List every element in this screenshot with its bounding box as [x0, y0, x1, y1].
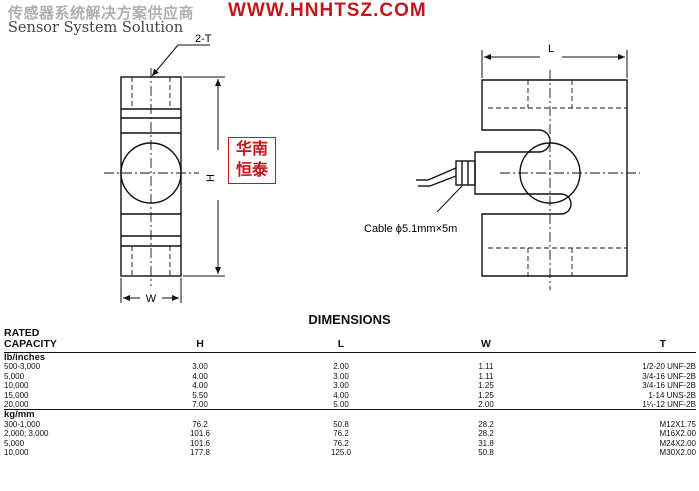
cell-w: 28.2: [478, 429, 494, 439]
cell-h: 7.00: [192, 400, 208, 410]
cell-w: 2.00: [478, 400, 494, 410]
cell-l: 50.8: [333, 419, 349, 429]
unit-label: lb/inches: [4, 352, 46, 363]
section-unit-row: kg/mm: [4, 409, 696, 420]
label-2t: 2-T: [195, 33, 212, 45]
cable-gland: [455, 160, 476, 186]
cell-h: 4.00: [192, 381, 208, 391]
table-row: 10,000 4.00 3.00 1.25 3/4-16 UNF-2B: [4, 381, 696, 390]
cell-t: 1-14 UNS-2B: [648, 390, 696, 400]
label-h: H: [205, 174, 217, 182]
cell-t: M30X2.00: [659, 448, 696, 458]
stamp-line2: 恒泰: [235, 160, 268, 179]
cell-l: 125.0: [330, 448, 352, 458]
cell-t: M12X1.75: [659, 419, 696, 429]
cell-t: 3/4-16 UNF-2B: [642, 381, 696, 391]
table-row: 2,000; 3,000 101.6 76.2 28.2 M16X2.00: [4, 429, 696, 438]
cell-w: 31.8: [478, 438, 494, 448]
dimensions-table: RATED CAPACITY H L W T lb/inches 500-3,0…: [4, 328, 696, 457]
cell-l: 76.2: [333, 438, 349, 448]
cell-l: 5.00: [333, 400, 349, 410]
stamp-line1: 华南: [235, 139, 268, 158]
cell-capacity: 15,000: [4, 390, 29, 400]
cell-t: 1/2-20 UNF-2B: [642, 362, 696, 372]
cell-w: 1.25: [478, 390, 494, 400]
front-view: [104, 44, 225, 303]
company-tagline: Sensor System Solution: [8, 20, 184, 36]
table-row: 5,000 101.6 76.2 31.8 M24X2.00: [4, 439, 696, 448]
cell-l: 2.00: [333, 362, 349, 372]
cell-t: 3/4-16 UNF-2B: [642, 371, 696, 381]
cell-w: 1.11: [478, 371, 494, 381]
cell-w: 1.25: [478, 381, 494, 391]
table-row: 500-3,000 3.00 2.00 1.11 1/2-20 UNF-2B: [4, 362, 696, 371]
cell-capacity: 20,000: [4, 400, 29, 410]
table-row: 20,000 7.00 5.00 2.00 1¼-12 UNF-2B: [4, 400, 696, 410]
cell-h: 3.00: [192, 362, 208, 372]
website-url[interactable]: WWW.HNHTSZ.COM: [228, 0, 427, 21]
header-capacity-line2: CAPACITY: [4, 338, 57, 350]
s-body: [474, 79, 628, 277]
header-rated-capacity: RATED CAPACITY: [4, 328, 134, 353]
header-l: L: [266, 328, 416, 353]
load-cell-drawing: 2-T H W: [104, 33, 640, 305]
dimensions-title: DIMENSIONS: [308, 312, 391, 327]
header-t: T: [556, 328, 696, 353]
cell-l: 76.2: [333, 429, 349, 439]
cell-w: 1.11: [478, 362, 494, 372]
cell-capacity: 2,000; 3,000: [4, 429, 49, 439]
cell-l: 4.00: [333, 390, 349, 400]
cell-w: 50.8: [478, 448, 494, 458]
cell-w: 28.2: [478, 419, 494, 429]
header-capacity-line1: RATED: [4, 327, 40, 339]
cell-capacity: 10,000: [4, 381, 29, 391]
cell-t: 1¼-12 UNF-2B: [642, 400, 696, 410]
cell-h: 5.50: [192, 390, 208, 400]
header-h: H: [134, 328, 266, 353]
table-header-row: RATED CAPACITY H L W T: [4, 328, 696, 353]
cell-capacity: 300-1,000: [4, 419, 41, 429]
table-row: 10,000 177.8 125.0 50.8 M30X2.00: [4, 448, 696, 457]
cell-t: M16X2.00: [659, 429, 696, 439]
company-name-cn: 传感器系统解决方案供应商: [8, 4, 195, 22]
section-unit-row: lb/inches: [4, 353, 696, 363]
brand-stamp: 华南 恒泰: [228, 137, 276, 184]
cell-capacity: 5,000: [4, 438, 25, 448]
side-view: [416, 50, 640, 290]
table-row: 300-1,000 76.2 50.8 28.2 M12X1.75: [4, 420, 696, 429]
cell-capacity: 10,000: [4, 448, 29, 458]
cell-h: 4.00: [192, 371, 208, 381]
cell-capacity: 500-3,000: [4, 362, 41, 372]
cell-t: M24X2.00: [659, 438, 696, 448]
cell-l: 3.00: [333, 371, 349, 381]
cell-h: 76.2: [192, 419, 208, 429]
cell-capacity: 5,000: [4, 371, 25, 381]
cell-h: 177.8: [189, 448, 211, 458]
label-w: W: [146, 293, 157, 305]
cell-h: 101.6: [189, 429, 211, 439]
label-l: L: [548, 43, 554, 55]
header-w: W: [416, 328, 556, 353]
cable-label: Cable ϕ5.1mm×5m: [364, 223, 457, 235]
table-row: 5,000 4.00 3.00 1.11 3/4-16 UNF-2B: [4, 372, 696, 381]
cell-l: 3.00: [333, 381, 349, 391]
cell-h: 101.6: [189, 438, 211, 448]
unit-label: kg/mm: [4, 409, 696, 420]
cable: [427, 167, 457, 181]
table-row: 15,000 5.50 4.00 1.25 1-14 UNS-2B: [4, 391, 696, 400]
